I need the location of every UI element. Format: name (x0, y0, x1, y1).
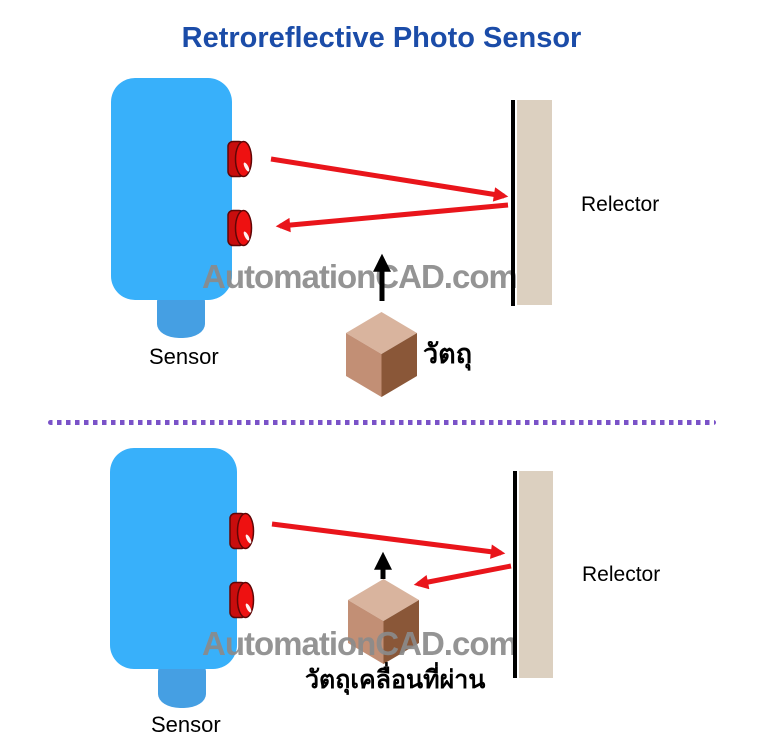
object-cube-bottom (348, 579, 419, 664)
section-divider-dotted-line (48, 420, 716, 425)
reflector-label-bottom: Relector (582, 563, 661, 586)
reflected-beam-arrow-top (275, 202, 509, 233)
reflector-label-top: Relector (581, 193, 660, 216)
emitter-lens-icon-top (227, 140, 253, 178)
sensor-body-top (111, 78, 232, 300)
emitted-beam-arrow-bottom (271, 521, 506, 559)
object-label-top: วัตถุ (423, 339, 473, 369)
sensor-stub-bottom (158, 666, 206, 708)
sensor-stub-top (157, 296, 205, 338)
emitted-beam-arrow-top (270, 156, 509, 202)
reflected-beam-arrow-bottom (413, 563, 512, 590)
object-label-bottom: วัตถุเคลื่อนที่ผ่าน (305, 666, 486, 694)
sensor-label-bottom: Sensor (151, 712, 221, 737)
reflector-strip-bottom (519, 471, 553, 678)
watermark-text-bottom: AutomationCAD.com (202, 625, 518, 662)
page-title: Retroreflective Photo Sensor (181, 22, 582, 54)
receiver-lens-icon-top (227, 209, 253, 247)
object-cube-top (346, 312, 417, 397)
emitter-lens-icon-bottom (229, 512, 255, 550)
reflector-surface-line-top (511, 100, 515, 306)
reflector-strip-top (517, 100, 552, 305)
reflector-surface-line-bottom (513, 471, 517, 678)
receiver-lens-icon-bottom (229, 581, 255, 619)
sensor-label-top: Sensor (149, 344, 219, 369)
sensor-body-bottom (110, 448, 237, 669)
watermark-text-top: AutomationCAD.com (202, 258, 518, 295)
